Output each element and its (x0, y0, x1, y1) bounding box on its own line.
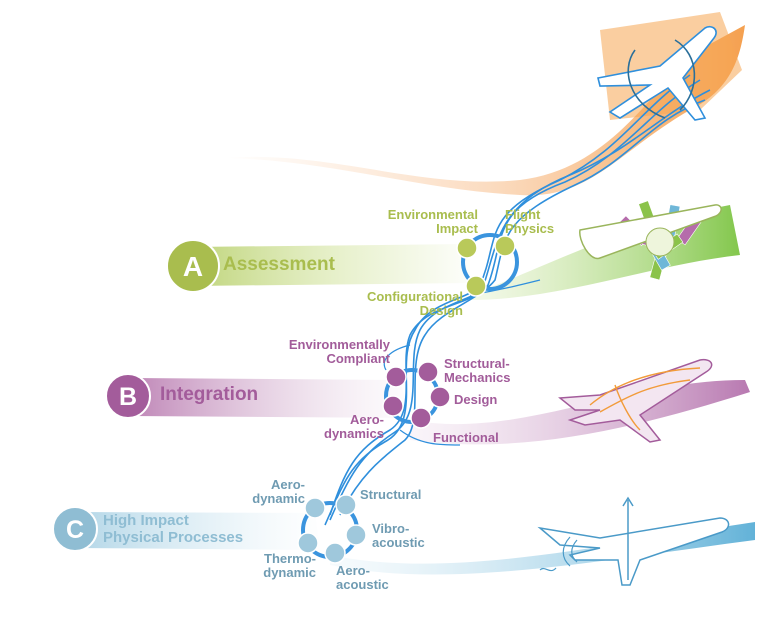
physical-processes-title-line1: High Impact (103, 512, 189, 529)
functional-label: Functional (433, 430, 499, 445)
aero-acoustic-node (324, 542, 346, 564)
aero-dynamic-node (304, 497, 326, 519)
environmentally-compliant-label: Environmentally Compliant (288, 337, 390, 366)
physical-cluster (297, 494, 367, 564)
vibro-acoustic-node (345, 524, 367, 546)
design-label: Design (454, 392, 498, 407)
environmentally-compliant-node (385, 366, 407, 388)
configurational-design-node (465, 275, 487, 297)
structural-label: Structural (360, 487, 422, 502)
badge-a: A (166, 239, 220, 293)
integration-cluster (382, 361, 451, 429)
aero-dynamics-label: Aero-dynamics (324, 412, 384, 441)
design-node (429, 386, 451, 408)
assessment-title: Assessment (223, 254, 335, 275)
thermo-dynamic-label: Thermo-dynamic (263, 551, 316, 580)
vibro-acoustic-label: Vibro-acoustic (372, 521, 425, 550)
airplane-orange-icon (597, 25, 717, 121)
integration-title: Integration (160, 384, 259, 405)
flight-physics-node (494, 235, 516, 257)
structural-node (335, 494, 357, 516)
structural-mechanics-label: Structural-Mechanics (444, 356, 511, 385)
badge-b-letter: B (119, 383, 137, 411)
flight-physics-label: Flight Physics (505, 207, 555, 236)
badge-c-letter: C (66, 516, 84, 544)
flight-path-lines (324, 74, 711, 526)
thermo-dynamic-node (297, 532, 319, 554)
airplane-green-icon (579, 200, 722, 281)
physical-processes-title-line2: Physical Processes (103, 529, 244, 546)
aero-acoustic-label: Aero-acoustic (336, 563, 389, 592)
airplane-blue-icon (537, 496, 730, 586)
configurational-design-label: Configurational Design (366, 289, 463, 318)
aero-dynamics-node (382, 395, 404, 417)
assessment-cluster (456, 233, 519, 297)
structural-mechanics-node (417, 361, 439, 383)
badge-b: B (105, 373, 151, 419)
airplane-purple-icon (558, 358, 713, 443)
badge-a-letter: A (183, 251, 203, 282)
aero-dynamic-label: Aero-dynamic (252, 477, 305, 506)
functional-node (410, 407, 432, 429)
environmental-impact-label: Environmental Impact (387, 207, 478, 236)
badge-c: C (52, 506, 98, 552)
environmental-impact-node (456, 237, 478, 259)
